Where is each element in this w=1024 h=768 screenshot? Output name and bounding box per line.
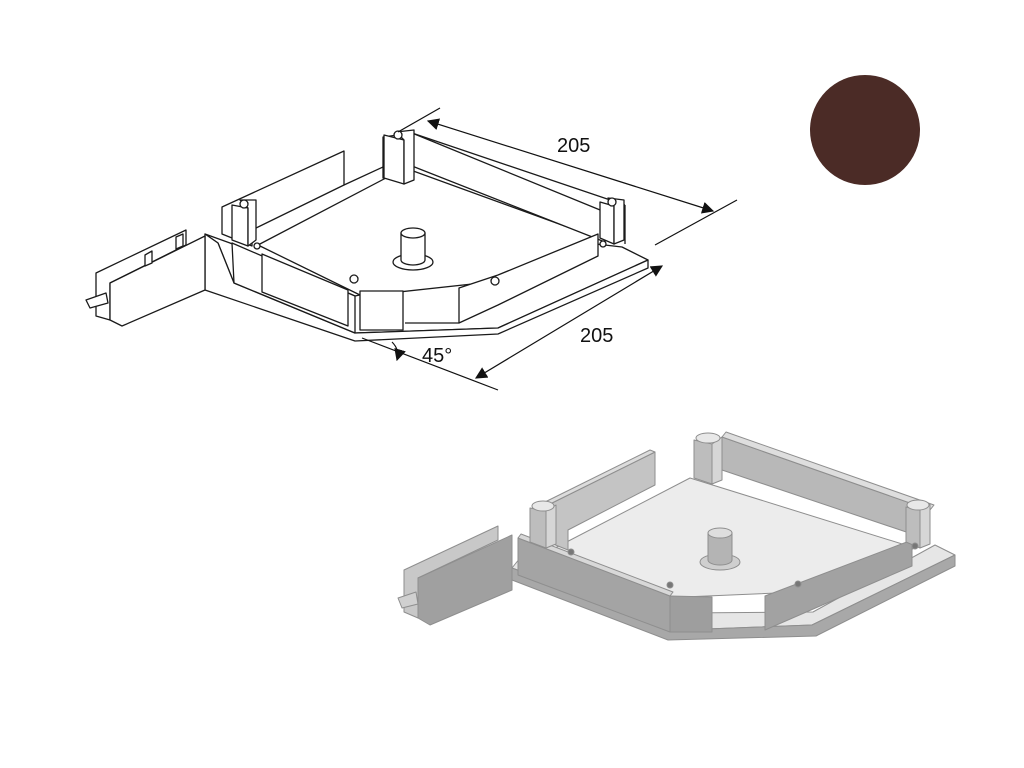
post-left xyxy=(231,199,257,247)
screw-hole xyxy=(490,276,500,286)
extension-line xyxy=(397,107,441,133)
dimension-top xyxy=(426,118,715,214)
inner-edge xyxy=(343,166,384,186)
dimension-top-label: 205 xyxy=(557,135,590,157)
screw-hole xyxy=(349,274,359,284)
dimension-front-label: 205 xyxy=(580,325,613,347)
wall-front-mid xyxy=(359,290,404,331)
render-post-back xyxy=(693,432,723,485)
render-screw-hole xyxy=(567,548,575,556)
dimension-front xyxy=(474,265,664,379)
wall-front-left-face xyxy=(261,253,349,327)
render-screw-hole xyxy=(666,581,674,589)
render-post-left xyxy=(529,500,557,549)
render-center-post xyxy=(699,527,741,571)
center-post xyxy=(392,227,434,271)
render-wall-back-right-top xyxy=(721,431,935,511)
render-connector-tab xyxy=(397,525,513,626)
screw-hole xyxy=(253,242,261,250)
render-wall-front-left-top xyxy=(517,533,674,597)
render-wall-front-right xyxy=(764,539,913,631)
render-screw-hole xyxy=(794,580,802,588)
angle-label: 45° xyxy=(422,345,452,367)
connector-tab xyxy=(85,229,206,327)
dimension-lines xyxy=(361,107,738,391)
angle-arc xyxy=(391,341,406,362)
technical-drawing xyxy=(85,129,649,342)
render-screw-hole xyxy=(911,542,919,550)
screw-hole xyxy=(599,240,607,248)
post-right xyxy=(599,197,625,245)
extension-line xyxy=(361,337,499,391)
color-swatch xyxy=(810,75,920,185)
render-post-right xyxy=(905,499,931,549)
post-back xyxy=(383,129,415,185)
render-base-side xyxy=(511,554,956,641)
extension-line xyxy=(654,199,738,246)
rendered-part xyxy=(397,431,956,641)
render-wall-front-mid xyxy=(669,595,713,633)
